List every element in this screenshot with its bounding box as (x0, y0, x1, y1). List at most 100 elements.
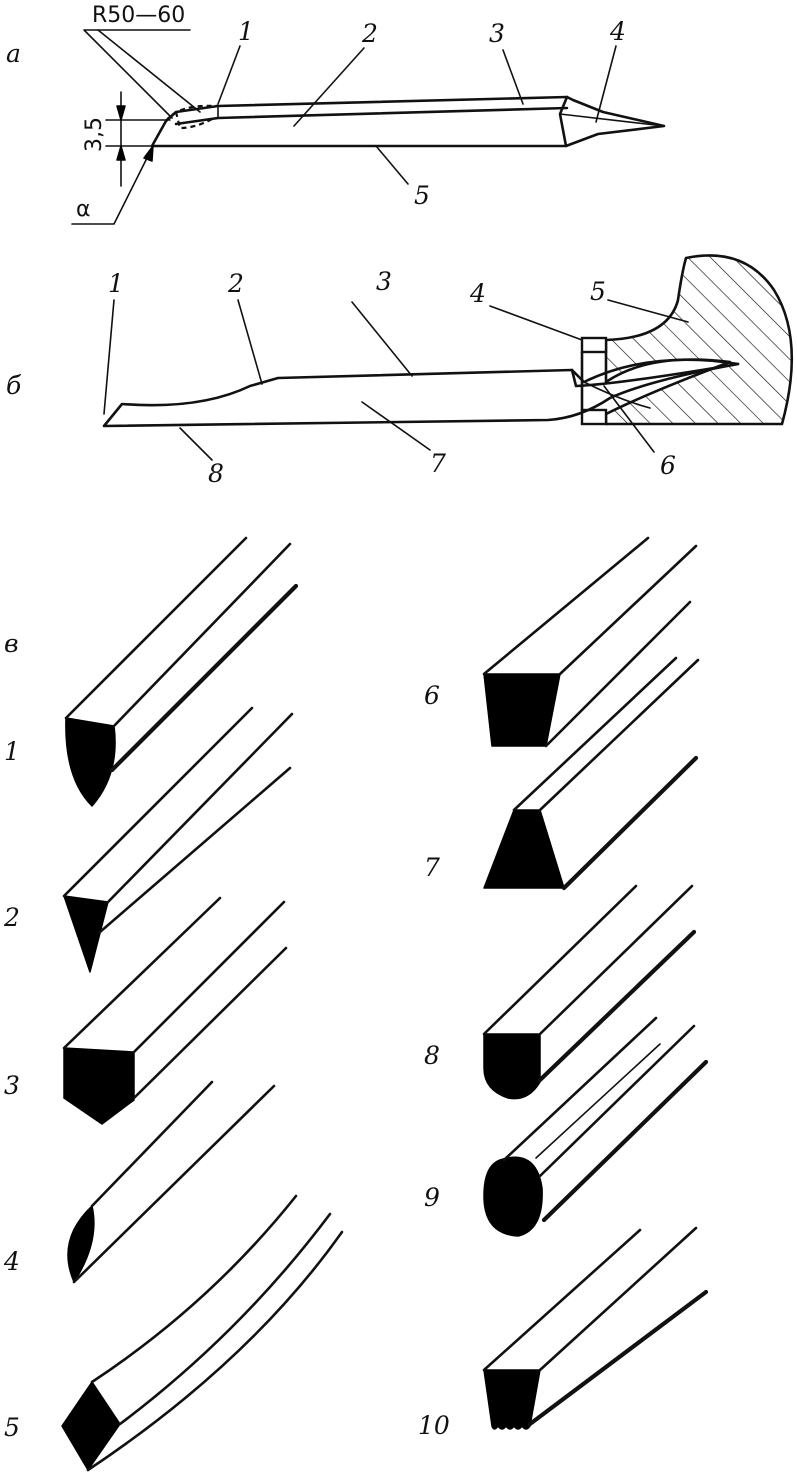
profile-9-edge-b (538, 1024, 696, 1178)
profile-1-section (65, 717, 116, 807)
graver-b-tang (570, 362, 740, 388)
panel-b-callout-2: 2 (227, 269, 244, 298)
profile-8-label: 8 (424, 1041, 440, 1070)
ferrule-bottom (580, 408, 608, 426)
profile-8 (482, 884, 697, 1100)
panel-b-callout-1: 1 (108, 269, 124, 298)
profile-5-edge-a (90, 1194, 298, 1384)
profile-9-edge-highlight (535, 1043, 661, 1159)
profile-10 (482, 1226, 709, 1430)
dimension-arrow-bottom (116, 145, 126, 161)
profile-5-section (61, 1381, 121, 1471)
angle-leader (71, 155, 149, 225)
profile-2 (62, 706, 294, 973)
profile-3-edge-a (62, 896, 222, 1050)
panel-b-leader-4 (489, 305, 583, 341)
panel-b-leader-1 (103, 299, 115, 415)
profile-2-label: 2 (3, 903, 20, 932)
panel-a-leader-5 (375, 145, 409, 185)
radius-leader (83, 29, 191, 119)
panel-b-callout-6: 6 (660, 451, 676, 480)
graver-a-tang-edge (559, 113, 665, 127)
profile-3-section (63, 1047, 135, 1125)
panel-a-callout-5: 5 (414, 181, 430, 210)
profile-1-edge-a (64, 536, 248, 720)
profile-6-section (483, 673, 561, 747)
panel-a-leader-4 (595, 45, 617, 123)
profile-1-edge-c (109, 583, 299, 773)
panel-a-callout-1: 1 (238, 17, 254, 46)
panel-a-callout-2: 2 (361, 19, 378, 48)
panel-a-leader-3 (502, 49, 524, 105)
profile-6-edge-c (544, 600, 692, 748)
profile-5 (61, 1194, 344, 1472)
profile-3 (62, 896, 288, 1125)
panel-b-callout-8: 8 (208, 459, 224, 488)
profile-8-section (483, 1033, 541, 1100)
profile-5-edge-b (118, 1212, 332, 1426)
ferrule-top (580, 336, 608, 354)
radius-leader-2 (97, 29, 201, 113)
profile-3-edge-c (132, 946, 288, 1100)
graver-a-radius-contour-2 (174, 111, 215, 130)
graver-a-shank-edge (558, 95, 569, 148)
profile-6-edge-a (482, 536, 650, 676)
profile-8-edge-c (537, 929, 697, 1083)
panel-b-callout-3: 3 (376, 267, 392, 296)
profile-2-edge-c (98, 766, 292, 934)
profile-2-edge-b (106, 712, 294, 904)
panel-a-leader-2 (293, 47, 365, 127)
profile-9-edge-c (541, 1059, 709, 1223)
profile-4-edge-a (90, 1080, 214, 1208)
profile-8-edge-a (482, 884, 638, 1036)
profile-7 (483, 656, 700, 891)
profile-2-section (63, 895, 109, 973)
panel-b-leader-6 (603, 385, 655, 453)
profile-10-edge-b (538, 1226, 698, 1372)
profile-7-section (483, 809, 565, 889)
profile-5-edge-c (86, 1230, 344, 1472)
panel-a-callout-3: 3 (489, 19, 505, 48)
radius-label: R50—60 (92, 3, 185, 28)
profile-9 (483, 1016, 709, 1237)
panel-b-leader-7 (361, 401, 431, 451)
panel-b-callout-7: 7 (430, 449, 446, 478)
panel-b-callout-4: 4 (469, 279, 486, 308)
profile-1 (64, 536, 299, 807)
profile-7-edge-c (561, 755, 699, 891)
profile-1-edge-b (112, 542, 292, 728)
profile-10-section (483, 1369, 541, 1430)
dimension-arrow-top (116, 105, 126, 121)
profile-9-edge-a (502, 1016, 658, 1162)
profile-6-edge-b (558, 544, 698, 676)
profile-6 (482, 536, 698, 748)
profile-4 (67, 1080, 276, 1284)
graver-a-radius-contour (165, 104, 219, 122)
panel-a: а R50—60 3,5 α 1 2 3 4 5 (6, 3, 666, 225)
angle-label: α (76, 197, 91, 222)
graver-a-outline (150, 95, 666, 148)
profile-9-section (483, 1156, 543, 1237)
profile-9-label: 9 (424, 1183, 440, 1212)
profile-4-edge-b (72, 1084, 276, 1284)
handle-section (604, 254, 794, 426)
panel-b-callout-5: 5 (590, 277, 606, 306)
panel-a-letter: а (6, 39, 21, 68)
profile-5-label: 5 (4, 1413, 20, 1442)
profile-3-edge-b (132, 900, 286, 1054)
profile-7-edge-b (538, 658, 700, 812)
graver-b-outline (102, 358, 740, 428)
panel-b-leader-2 (237, 299, 263, 385)
profile-7-label: 7 (424, 853, 440, 882)
profile-10-edge-c (527, 1289, 709, 1427)
profile-2-edge-a (62, 706, 254, 898)
graver-a-face-edge (174, 106, 569, 126)
panel-b-leader-3 (351, 301, 413, 377)
profile-8-edge-b (538, 884, 694, 1036)
graver-b-tang-lower (583, 381, 651, 409)
profile-10-label: 10 (418, 1411, 450, 1440)
profile-4-label: 4 (3, 1247, 20, 1276)
profile-7-edge-a (512, 656, 678, 812)
panel-a-leader-1 (217, 45, 241, 105)
